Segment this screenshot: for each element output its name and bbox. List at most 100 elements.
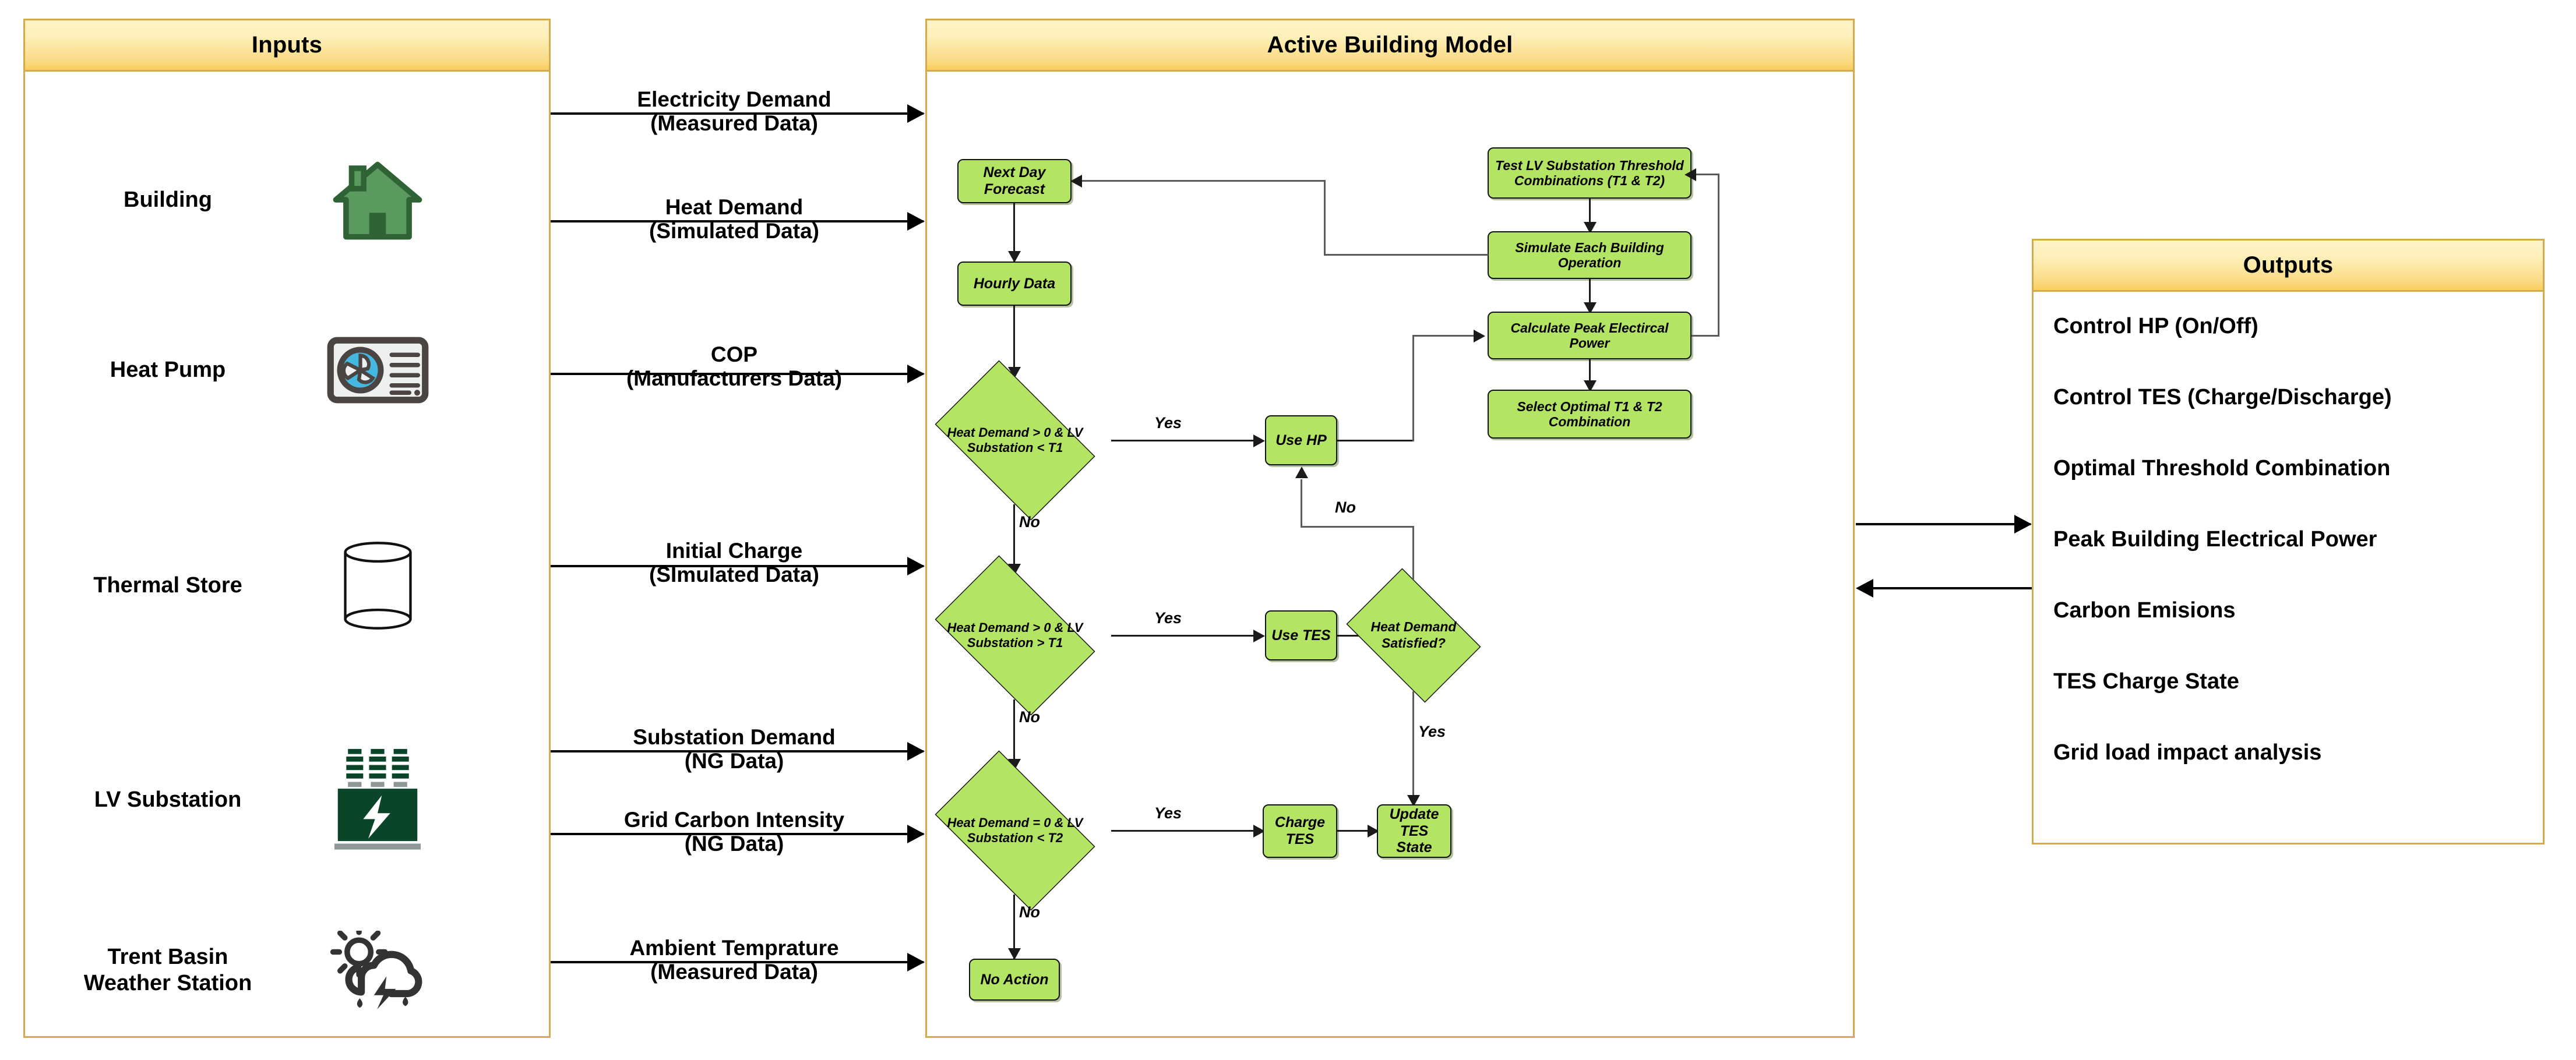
input-item-weather-station: Trent Basin Weather Station <box>31 931 555 1009</box>
edge-calculate-to-select <box>1589 359 1591 390</box>
edge-label-decision1-yes: Yes <box>1154 414 1182 432</box>
edge-label-decision3-no: No <box>1019 903 1040 921</box>
decision-satisfied-text: Heat Demand Satisfied? <box>1370 619 1457 651</box>
node-calculate-peak-electrical-power[interactable]: Calculate Peak Electircal Power <box>1488 312 1692 359</box>
arrow-head-icon <box>1253 630 1265 642</box>
node-hourly-data[interactable]: Hourly Data <box>957 262 1072 306</box>
node-charge-tes[interactable]: Charge TES <box>1263 804 1337 858</box>
edge-label-decision2-no: No <box>1019 708 1040 726</box>
arrow-head-icon <box>1253 825 1265 838</box>
edge-loop-calc-right <box>1692 335 1719 337</box>
flow-label-initial-charge: Initial Charge (SImulated Data) <box>649 539 819 587</box>
arrow-head-icon <box>907 365 925 383</box>
outputs-panel: Outputs Control HP (On/Off) Control TES … <box>2032 239 2545 845</box>
arrow-head-icon <box>1253 434 1265 447</box>
node-simulate-each-building-operation[interactable]: Simulate Each Building Operation <box>1488 231 1692 279</box>
output-item-tes-charge-state: TES Charge State <box>2053 669 2239 694</box>
node-update-tes-state[interactable]: Update TES State <box>1377 804 1451 858</box>
flow-line <box>1873 587 2048 589</box>
edge-loop-vertical <box>1718 174 1719 337</box>
input-item-lv-substation: LV Substation <box>31 747 555 852</box>
node-decision-heat-demand-lv-gt-t1[interactable]: Heat Demand > 0 & LV Substation > T1 <box>919 555 1111 716</box>
arrow-head-icon <box>1584 302 1597 314</box>
edge-satisfied-yes <box>1412 691 1414 805</box>
output-item-optimal-threshold: Optimal Threshold Combination <box>2053 456 2391 480</box>
flow-label-heat-demand: Heat Demand (Simulated Data) <box>649 195 819 243</box>
arrow-head-icon <box>907 104 925 123</box>
flow-line <box>551 961 924 963</box>
flow-line <box>551 565 924 567</box>
edge-simulate-to-forecast-vertical <box>1324 180 1326 256</box>
node-decision-heat-demand-lv-lt-t1[interactable]: Heat Demand > 0 & LV Substation < T1 <box>919 360 1111 521</box>
arrow-head-icon <box>1407 795 1420 807</box>
arrow-head-icon <box>1070 175 1082 188</box>
edge-decision1-yes <box>1111 440 1261 441</box>
output-item-peak-building-power: Peak Building Electrical Power <box>2053 527 2377 552</box>
edge-test-to-simulate <box>1589 199 1591 231</box>
flow-line <box>551 750 924 752</box>
arrow-head-icon <box>1008 948 1021 960</box>
weather-station-icon <box>305 931 450 1009</box>
flow-label-ambient-temperature: Ambient Temprature (Measured Data) <box>629 936 839 984</box>
edge-usetes-to-satisfied <box>1337 635 1372 637</box>
node-next-day-forecast[interactable]: Next Day Forecast <box>957 159 1072 203</box>
edge-forecast-to-hourly <box>1013 203 1015 262</box>
edge-decision2-no <box>1013 699 1015 769</box>
flow-line <box>551 220 924 222</box>
house-icon <box>305 159 450 241</box>
arrow-head-icon <box>907 742 925 761</box>
output-item-grid-load-impact: Grid load impact analysis <box>2053 740 2322 765</box>
active-building-model-panel: Active Building Model Next Day Forecast … <box>925 19 1855 1038</box>
decision-3-text: Heat Demand = 0 & LV Substation < T2 <box>947 815 1083 845</box>
outputs-panel-title: Outputs <box>2034 241 2543 292</box>
arrow-head-icon <box>1856 579 1873 598</box>
thermal-store-icon <box>305 540 450 631</box>
arrow-head-icon <box>907 557 925 575</box>
input-item-thermal-store: Thermal Store <box>31 540 555 631</box>
edge-decision3-yes <box>1111 830 1261 832</box>
input-label-thermal-store: Thermal Store <box>93 573 242 598</box>
outputs-panel-body: Control HP (On/Off) Control TES (Charge/… <box>2034 292 2543 843</box>
arrow-head-icon <box>2014 515 2032 533</box>
input-item-building: Building <box>31 159 555 241</box>
arrow-head-icon <box>907 212 925 231</box>
edge-satisfied-no-vertical <box>1412 526 1414 580</box>
arrow-head-icon <box>1474 330 1485 342</box>
edge-label-decision3-yes: Yes <box>1154 804 1182 822</box>
flow-line <box>1856 523 2031 525</box>
model-panel-title: Active Building Model <box>927 20 1853 72</box>
edge-satisfied-no-horizontal <box>1301 526 1414 528</box>
node-select-optimal-combination[interactable]: Select Optimal T1 & T2 Combination <box>1488 390 1692 439</box>
edge-hourly-to-decision1 <box>1013 306 1015 377</box>
arrow-head-icon <box>1584 380 1597 392</box>
edge-loop-to-test <box>1695 174 1719 175</box>
decision-1-text: Heat Demand > 0 & LV Substation < T1 <box>947 425 1083 455</box>
output-item-carbon-emissions: Carbon Emisions <box>2053 598 2236 623</box>
arrow-head-icon <box>1008 251 1021 263</box>
flow-label-grid-carbon-intensity: Grid Carbon Intensity (NG Data) <box>623 808 845 856</box>
node-decision-heat-demand-zero-lv-lt-t2[interactable]: Heat Demand = 0 & LV Substation < T2 <box>919 750 1111 911</box>
edge-simulate-to-calculate <box>1589 279 1591 312</box>
node-decision-heat-demand-satisfied[interactable]: Heat Demand Satisfied? <box>1335 568 1492 703</box>
edge-decision2-yes <box>1111 635 1261 637</box>
edge-usehp-to-calc <box>1412 335 1476 337</box>
edge-satisfied-no-up <box>1301 479 1302 527</box>
node-test-lv-threshold-combinations[interactable]: Test LV Substation Threshold Combination… <box>1488 147 1692 199</box>
arrow-head-icon <box>907 953 925 971</box>
flow-label-cop: COP (Manufacturers Data) <box>626 342 843 391</box>
flow-line <box>551 112 924 115</box>
node-no-action[interactable]: No Action <box>969 959 1060 1001</box>
node-use-hp[interactable]: Use HP <box>1265 415 1337 465</box>
edge-simulate-to-forecast-horizontal <box>1324 254 1488 256</box>
arrow-head-icon <box>1368 825 1379 838</box>
arrow-head-icon <box>1685 168 1696 181</box>
arrow-head-icon <box>907 825 925 843</box>
input-label-lv-substation: LV Substation <box>94 787 242 812</box>
arrow-head-icon <box>1295 467 1308 478</box>
node-use-tes[interactable]: Use TES <box>1265 610 1337 660</box>
input-item-heat-pump: Heat Pump <box>31 337 555 404</box>
edge-chargetes-to-update <box>1337 830 1375 832</box>
flow-line <box>551 373 924 375</box>
flow-label-electricity-demand: Electricity Demand (Measured Data) <box>637 87 831 136</box>
input-label-weather-station: Trent Basin Weather Station <box>83 944 252 995</box>
